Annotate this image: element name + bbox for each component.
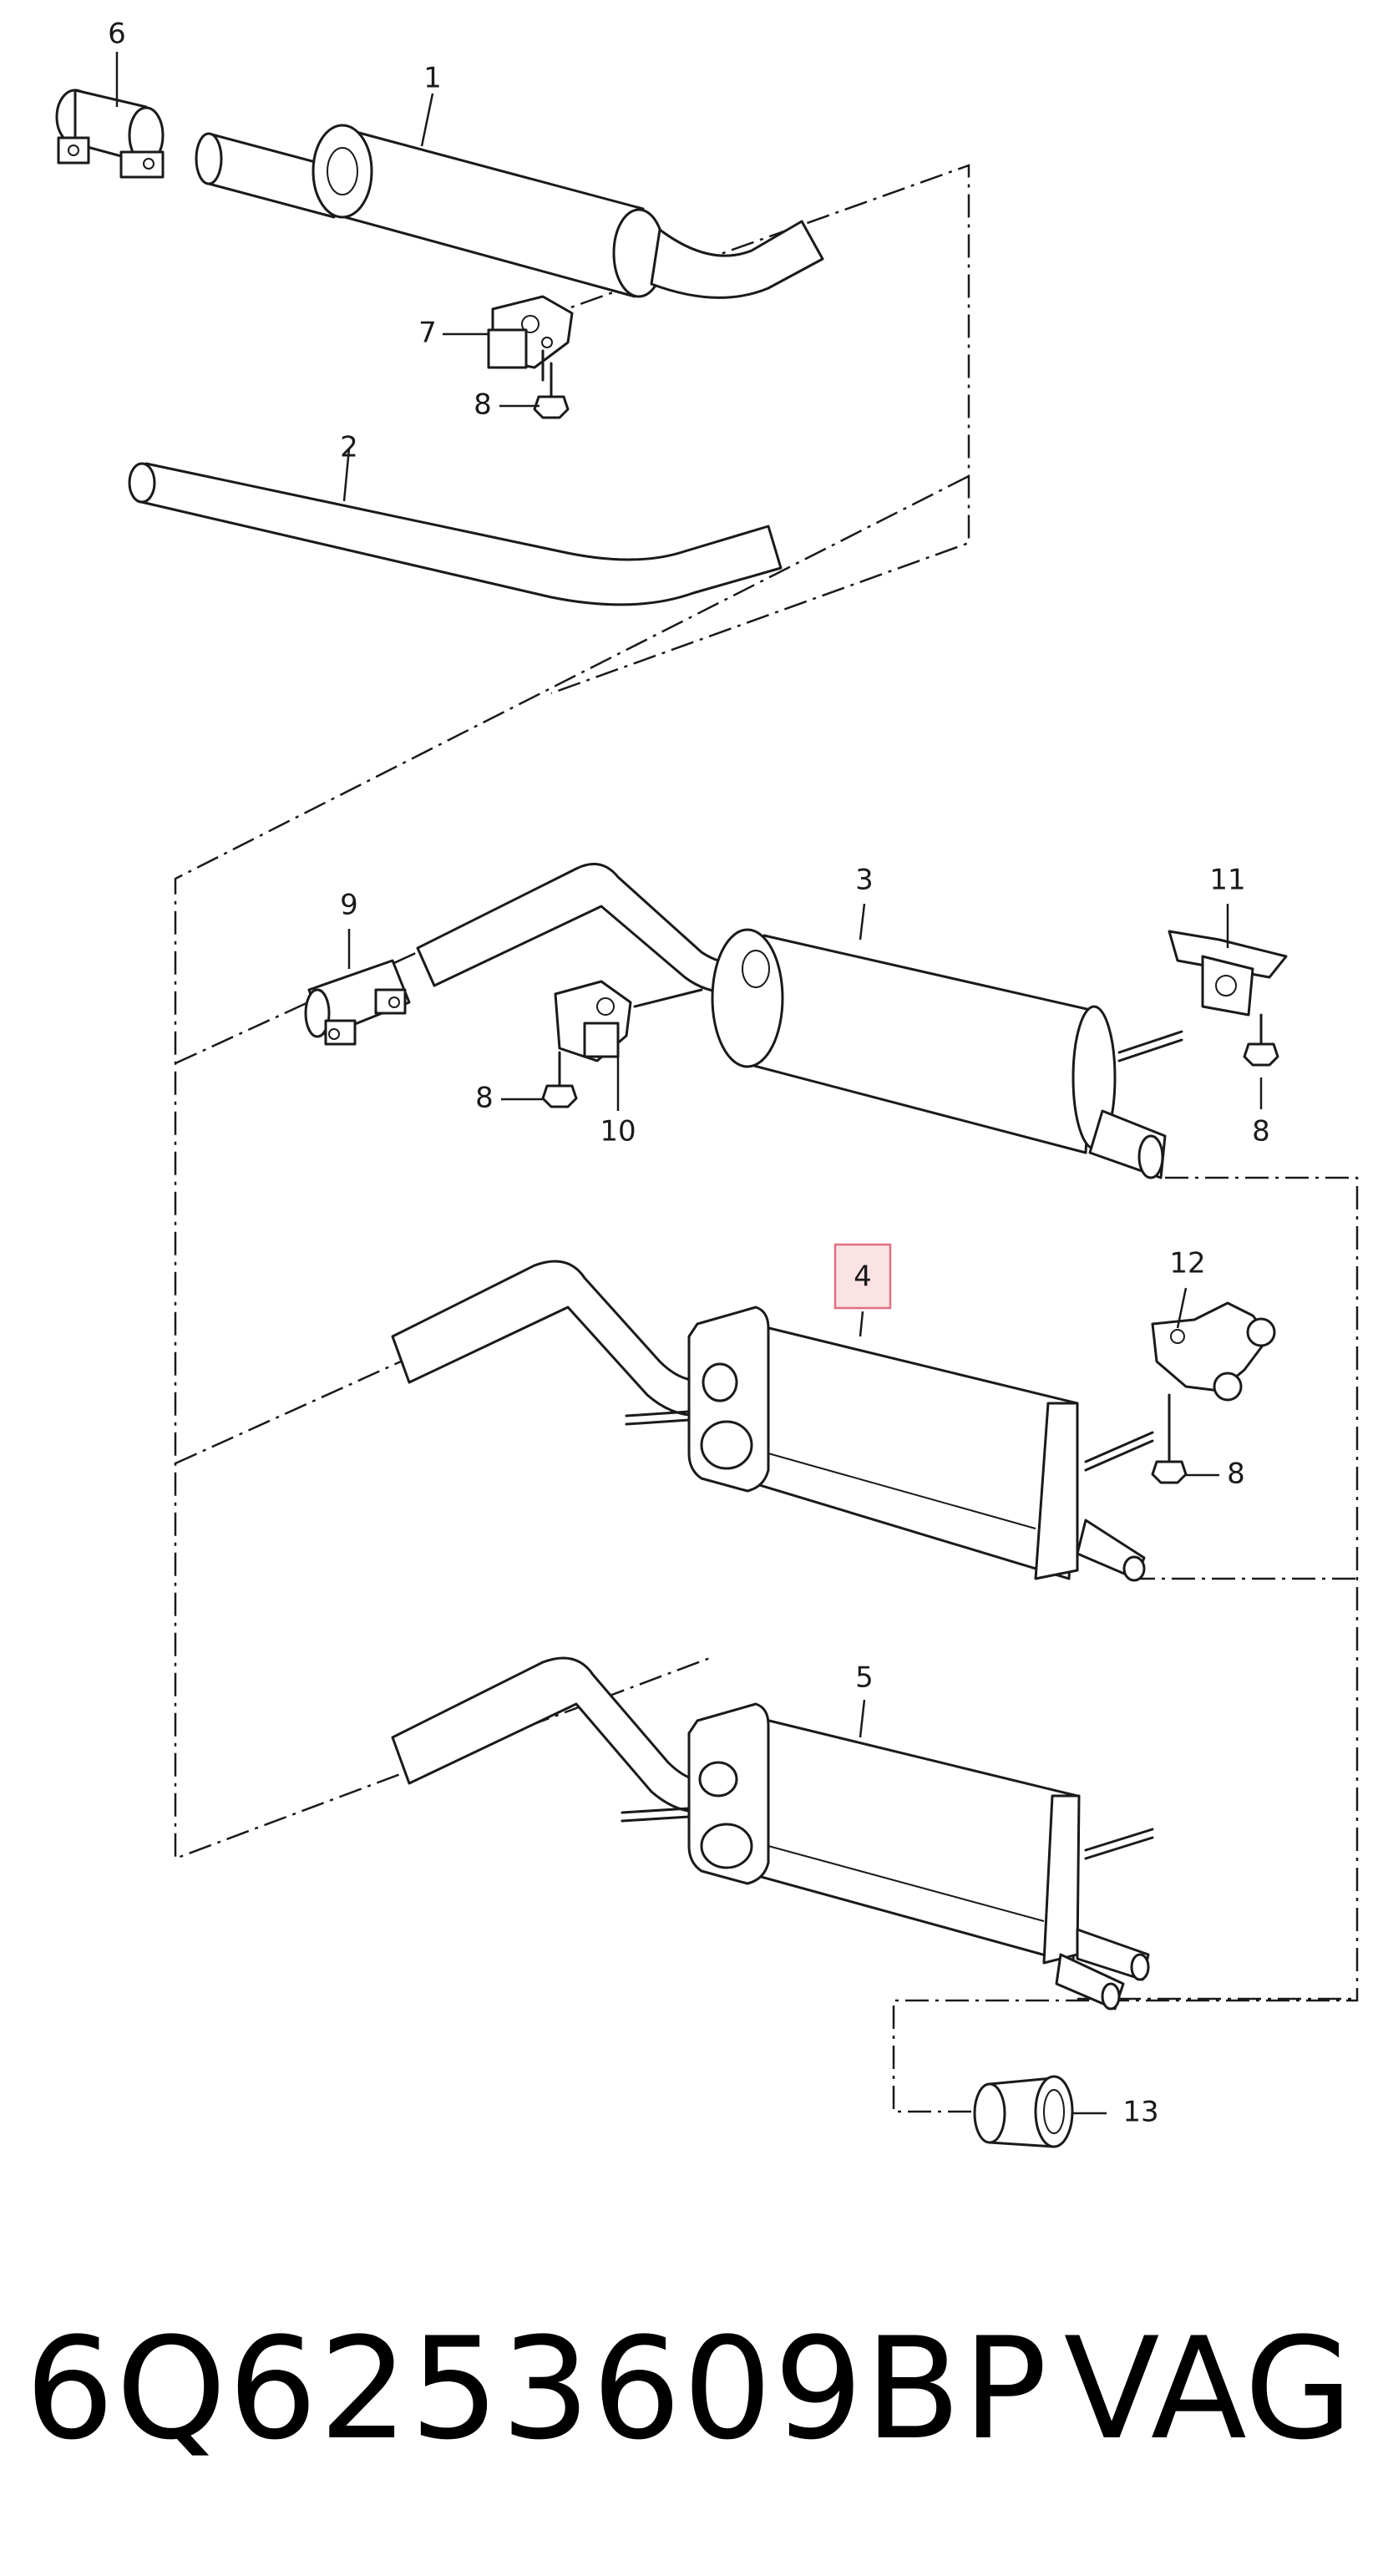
part-5-rear-silencer[interactable] bbox=[391, 1656, 1154, 2011]
part-number: 6Q6253609BP bbox=[25, 2307, 1049, 2471]
callout-4[interactable]: 4 bbox=[854, 1260, 872, 1294]
callout-6: 6 bbox=[108, 18, 126, 51]
callout-13: 13 bbox=[1122, 2096, 1158, 2129]
part-1-front-silencer[interactable] bbox=[195, 124, 824, 299]
callout-8-right-top: 8 bbox=[1252, 1115, 1270, 1149]
part-8-bolt-top[interactable] bbox=[533, 362, 570, 419]
part-4-rear-silencer[interactable] bbox=[391, 1260, 1154, 1582]
part-8-bolt-left[interactable] bbox=[541, 1051, 578, 1108]
callout-8-right-mid: 8 bbox=[1227, 1458, 1245, 1491]
callout-9: 9 bbox=[340, 889, 358, 922]
part-3-rear-silencer[interactable] bbox=[416, 862, 1183, 1179]
highlight-box bbox=[833, 1243, 892, 1310]
exhaust-system-diagram: 6 1 7 8 2 3 9 11 8 10 8 4 12 8 5 13 bbox=[55, 18, 1359, 2148]
callout-12: 12 bbox=[1169, 1247, 1205, 1280]
callout-8-top: 8 bbox=[474, 388, 492, 422]
callout-3: 3 bbox=[855, 864, 874, 897]
part-12-hanger[interactable] bbox=[1151, 1301, 1276, 1402]
part-9-clamp[interactable] bbox=[304, 959, 411, 1046]
callout-1: 1 bbox=[423, 62, 442, 95]
part-2-intermediate-pipe[interactable] bbox=[128, 462, 783, 606]
callout-8-left: 8 bbox=[475, 1082, 494, 1115]
part-13-tailpipe-tip[interactable] bbox=[973, 2075, 1074, 2148]
callout-5: 5 bbox=[855, 1661, 874, 1695]
callout-7: 7 bbox=[418, 317, 437, 350]
callout-11: 11 bbox=[1209, 864, 1245, 897]
part-6-clamp[interactable] bbox=[55, 89, 165, 179]
part-8-bolt-right-mid[interactable] bbox=[1151, 1393, 1188, 1484]
part-caption: 6Q6253609BP VAG bbox=[0, 2305, 1378, 2472]
part-11-hanger[interactable] bbox=[1168, 930, 1288, 1017]
callout-2: 2 bbox=[340, 431, 358, 464]
callout-10: 10 bbox=[600, 1115, 636, 1149]
callouts: 6 1 7 8 2 3 9 11 8 10 8 4 12 8 5 13 bbox=[108, 18, 1270, 2129]
part-10-bracket[interactable] bbox=[554, 980, 703, 1062]
part-8-bolt-right-top[interactable] bbox=[1243, 1013, 1279, 1067]
leader-lines bbox=[115, 52, 1263, 2115]
brand-name: VAG bbox=[1063, 2307, 1353, 2471]
part-7-bracket[interactable] bbox=[487, 295, 574, 382]
